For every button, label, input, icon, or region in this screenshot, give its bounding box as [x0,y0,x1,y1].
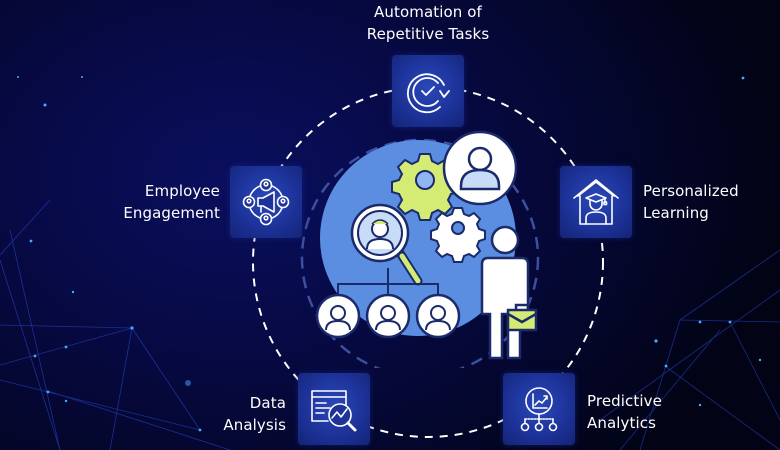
automation-tile [392,55,464,127]
team-member-avatars [315,293,461,339]
user-profile-icon [442,130,518,206]
gear-icon [391,153,459,221]
personalized-learning-tile [560,166,632,238]
data-analysis-tile [298,373,370,445]
small-gear-icon [430,207,486,263]
center-illustration [300,130,540,368]
employee-engagement-tile [230,166,302,238]
employee-engagement-label: Employee Engagement [123,182,220,222]
automation-label: Automation of Repetitive Tasks [366,3,490,43]
businessman-icon [480,225,538,360]
megaphone-network-icon [242,178,290,226]
data-analysis-label: Data Analysis [223,394,286,434]
chart-magnifier-icon [311,390,357,432]
clock-check-refresh-icon [407,73,450,114]
trend-nodes-icon [520,387,558,432]
graduate-house-icon [573,179,619,225]
predictive-analytics-label: Predictive Analytics [587,392,662,432]
personalized-learning-label: Personalized Learning [643,182,739,222]
magnifier-candidate-icon [350,203,423,286]
predictive-analytics-tile [503,373,575,445]
